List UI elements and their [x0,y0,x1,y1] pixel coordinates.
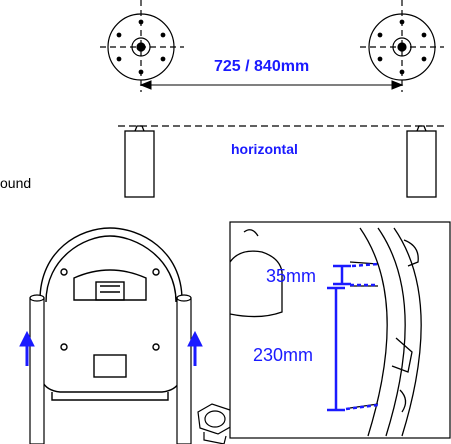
spacing-label: 725 / 840mm [214,58,309,75]
flange-plate-right [360,0,444,92]
dimension-label-top: 35mm [266,266,316,286]
up-arrow-icon [19,330,35,366]
cropped-text-fragment: ound [0,175,31,191]
flange-plate-left [100,0,184,92]
detail-view-frame [229,221,451,439]
up-arrow-icon [187,330,203,366]
spacing-dimension-line [139,80,404,90]
support-post-left [124,125,155,198]
side-post-right [176,294,192,444]
level-label: horizontal [231,141,298,157]
dimension-ticks [345,262,379,411]
support-post-right [406,125,437,198]
dimension-label-main: 230mm [253,345,313,365]
side-post-left [29,294,45,444]
unit-rear-view [39,227,183,401]
dimension-bars [327,264,351,412]
bolt-icon [197,403,233,444]
